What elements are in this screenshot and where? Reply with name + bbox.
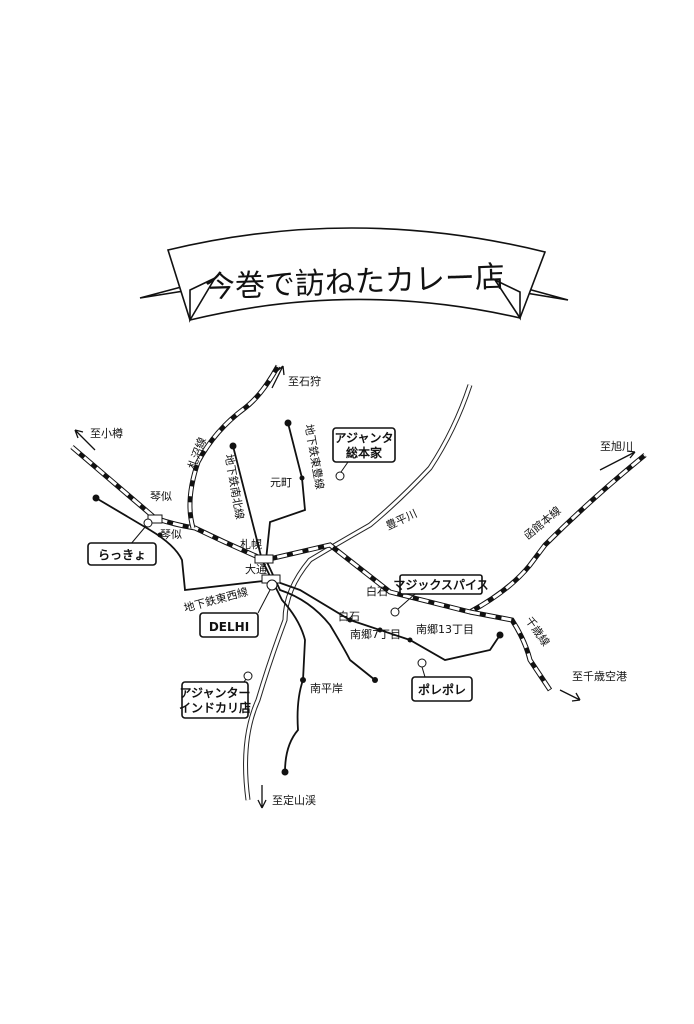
- station-shiroishi-subway: 白石: [338, 609, 360, 623]
- shop-ajanta-honke-label-2: 総本家: [346, 445, 383, 460]
- title-banner: 今巻で訪ねたカレー店: [139, 227, 569, 323]
- shop-polepole-label: ポレポレ: [418, 682, 466, 697]
- shop-ajanta-honke[interactable]: アジャンタ 総本家: [332, 427, 396, 481]
- shop-delhi[interactable]: DELHI: [199, 579, 278, 638]
- shop-ajanta-honke-label-1: アジャンタ: [335, 431, 394, 445]
- shop-ajanta-india-label-1: アジャンター: [180, 686, 251, 700]
- label-to-airport: 至千歳空港: [572, 669, 627, 683]
- shop-rakkyo[interactable]: らっきょ: [87, 518, 157, 566]
- label-to-asahikawa: 至旭川: [600, 439, 633, 453]
- shop-rakkyo-label: らっきょ: [98, 548, 146, 562]
- station-motomachi: 元町: [270, 476, 292, 489]
- label-to-jozankei: 至定山渓: [272, 793, 316, 807]
- toho-line: [265, 422, 376, 681]
- subway-lines: [92, 419, 504, 776]
- label-hakodate-line: 函館本線: [521, 503, 564, 542]
- station-minamihiragishi: 南平岸: [310, 682, 343, 695]
- shop-magic-spice[interactable]: マジックスパイス: [390, 574, 489, 617]
- station-nango-7: 南郷7丁目: [350, 627, 401, 641]
- shop-polepole[interactable]: ポレポレ: [411, 658, 473, 702]
- shop-ajanta-india[interactable]: アジャンター インドカリ店: [179, 671, 253, 719]
- station-odori: 大通: [245, 562, 267, 576]
- station-shiroishi-jr: 白石: [366, 584, 388, 598]
- toyohira-river: [243, 384, 473, 801]
- label-to-otaru: 至小樽: [90, 426, 123, 440]
- shop-delhi-label: DELHI: [209, 620, 249, 634]
- shop-magic-spice-label: マジックスパイス: [393, 578, 488, 592]
- station-nango-13: 南郷13丁目: [416, 622, 474, 636]
- station-kotoni-subway: 琴似: [160, 528, 182, 541]
- station-kotoni-jr: 琴似: [150, 490, 172, 503]
- jr-lines: [70, 364, 647, 692]
- direction-arrows: [74, 365, 636, 809]
- label-to-ishikari: 至石狩: [288, 374, 321, 388]
- label-toho-line: 地下鉄東豊線: [302, 423, 327, 490]
- station-sapporo: 札幌: [240, 537, 262, 551]
- namboku-line: [232, 445, 306, 773]
- shop-ajanta-india-label-2: インドカリ店: [179, 700, 251, 715]
- tozai-line: [95, 497, 501, 661]
